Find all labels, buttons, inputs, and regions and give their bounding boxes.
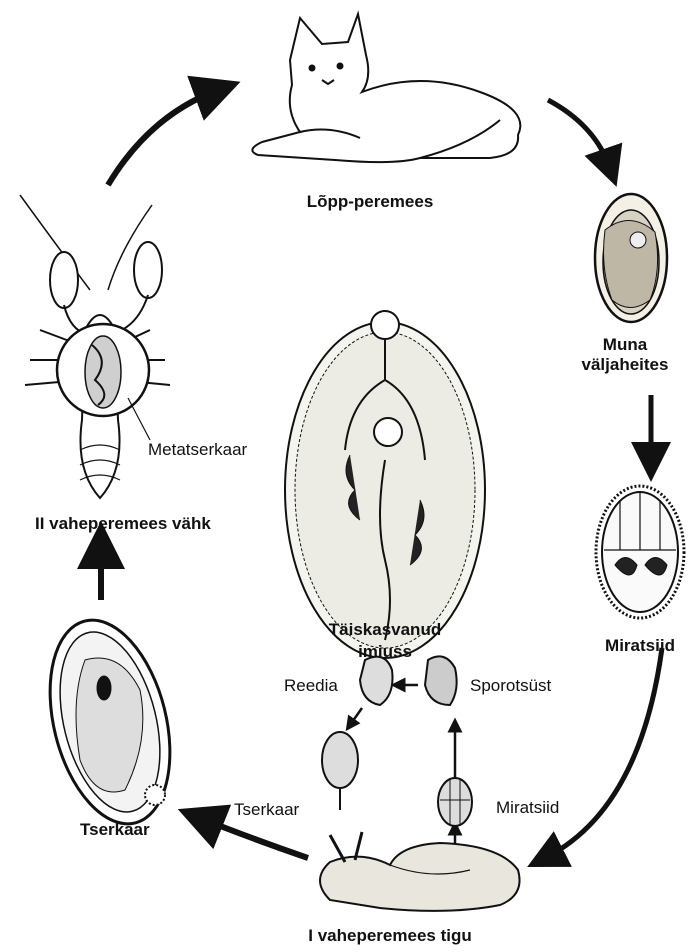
adult-label-line2: imiuss <box>330 642 440 662</box>
inner-sporocyst-label: Sporotsüst <box>470 676 551 696</box>
final-host-label: Lõpp-peremees <box>300 192 440 212</box>
miracidium-illustration <box>596 486 684 618</box>
inner-miracidium-label: Miratsiid <box>496 798 559 818</box>
metacercaria-label: Metatserkaar <box>148 440 247 460</box>
inner-redia-label: Reedia <box>284 676 338 696</box>
snail-illustration <box>320 832 520 911</box>
arrow-snail-to-cercaria <box>200 818 308 858</box>
first-host-label: I vaheperemees tigu <box>290 926 490 946</box>
egg-illustration <box>595 194 667 322</box>
sporocyst-illustration <box>425 656 457 705</box>
arrow-cat-to-egg <box>548 100 610 168</box>
arrow-inner-redia-to-cercaria <box>350 708 362 725</box>
miracidium-label: Miratsiid <box>590 636 689 656</box>
inner-miracidium-illustration <box>438 778 472 826</box>
inner-cercaria-label: Tserkaar <box>234 800 299 820</box>
adult-fluke-illustration <box>285 311 485 658</box>
arrow-miracidium-to-snail <box>545 648 662 858</box>
egg-label-line2: väljaheites <box>570 355 680 375</box>
adult-label-line1: Täiskasvanud <box>320 620 450 640</box>
cercaria-label: Tserkaar <box>80 820 150 840</box>
redia-illustration <box>360 657 393 705</box>
cat-illustration <box>252 14 520 162</box>
egg-label-line1: Muna <box>580 335 670 355</box>
arrow-crayfish-to-cat <box>108 90 218 185</box>
inner-cercaria-illustration <box>322 732 358 810</box>
cercaria-illustration <box>31 608 190 837</box>
second-host-label: II vaheperemees vähk <box>35 514 211 534</box>
